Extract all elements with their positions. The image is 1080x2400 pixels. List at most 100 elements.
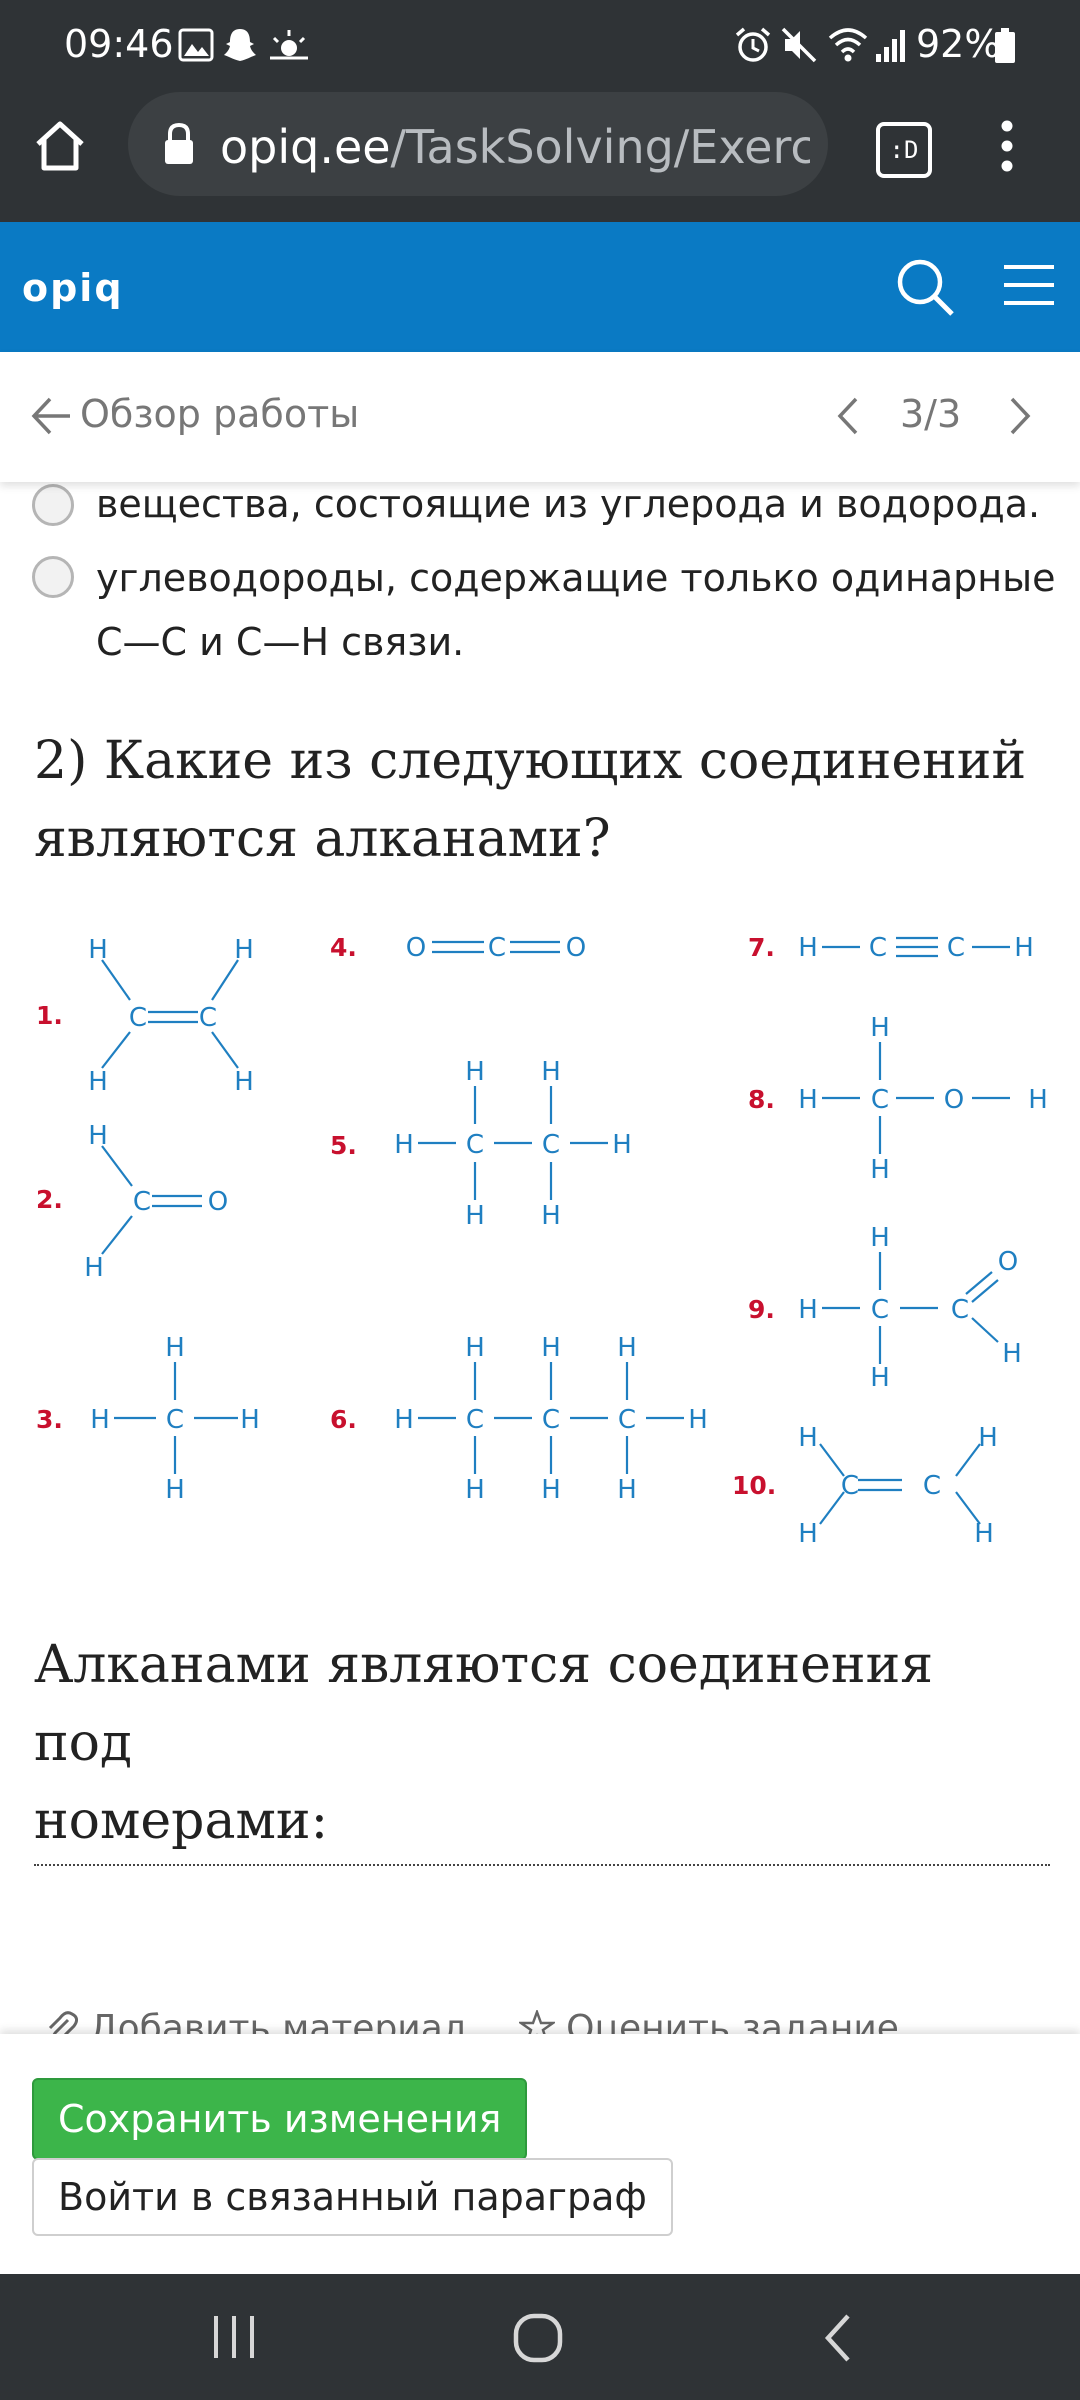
compound-number: 9. xyxy=(748,1295,775,1324)
atom-label: O xyxy=(998,1247,1018,1277)
search-icon[interactable] xyxy=(894,256,956,323)
recent-apps-icon[interactable] xyxy=(210,2314,258,2365)
more-menu-icon[interactable] xyxy=(994,118,1020,179)
chevron-left-icon[interactable] xyxy=(834,396,862,441)
atom-label: O xyxy=(944,1085,964,1115)
atom-label: C xyxy=(871,1085,889,1115)
enter-paragraph-button[interactable]: Войти в связанный параграф xyxy=(32,2158,673,2236)
atom-label: C xyxy=(488,933,506,963)
work-navigation-bar: Обзор работы 3/3 xyxy=(0,352,1080,482)
atom-label: H xyxy=(798,1295,818,1325)
address-bar[interactable]: opiq.ee/TaskSolving/Exercis xyxy=(128,92,828,196)
compound-number: 8. xyxy=(748,1085,775,1114)
atom-label: H xyxy=(84,1253,104,1283)
wifi-icon xyxy=(826,26,870,69)
atom-label: H xyxy=(465,1333,485,1363)
answer-underline xyxy=(34,1864,1050,1866)
atom-label: H xyxy=(974,1519,994,1549)
atom-label: O xyxy=(566,933,586,963)
atom-label: C xyxy=(869,933,887,963)
atom-label: C xyxy=(199,1003,217,1033)
answer-input[interactable] xyxy=(34,1790,1050,1862)
hamburger-menu-icon[interactable] xyxy=(1004,262,1054,313)
atom-label: H xyxy=(240,1405,260,1435)
atom-label: H xyxy=(465,1057,485,1087)
atom-label: H xyxy=(870,1223,890,1253)
atom-label: H xyxy=(617,1333,637,1363)
atom-label: C xyxy=(618,1405,636,1435)
atom-label: H xyxy=(798,1519,818,1549)
overview-link[interactable]: Обзор работы xyxy=(80,392,360,436)
compound-number: 1. xyxy=(36,1001,63,1030)
atom-label: H xyxy=(90,1405,110,1435)
atom-label: H xyxy=(88,1121,108,1151)
url-text: opiq.ee/TaskSolving/Exercis xyxy=(220,120,810,174)
radio-option-2[interactable] xyxy=(32,556,74,598)
lock-icon xyxy=(162,122,196,171)
atom-label: H xyxy=(1014,933,1034,963)
battery-icon xyxy=(994,28,1016,69)
atom-label: C xyxy=(947,933,965,963)
save-changes-button[interactable]: Сохранить изменения xyxy=(32,2078,528,2160)
option-2-text-line1: углеводороды, содержащие только одинарны… xyxy=(96,556,1056,600)
atom-label: H xyxy=(798,1423,818,1453)
browser-toolbar: opiq.ee/TaskSolving/Exercis :D xyxy=(0,92,1080,222)
atom-label: C xyxy=(129,1003,147,1033)
compound-number: 7. xyxy=(748,933,775,962)
atom-label: C xyxy=(466,1405,484,1435)
home-button-icon[interactable] xyxy=(512,2312,564,2369)
compound-number: 6. xyxy=(330,1405,357,1434)
atom-label: O xyxy=(406,933,426,963)
atom-label: H xyxy=(465,1475,485,1505)
tabs-button[interactable]: :D xyxy=(876,122,932,178)
battery-percent: 92% xyxy=(916,22,1001,66)
compound-number: 10. xyxy=(732,1471,776,1500)
status-bar: 09:46 92% xyxy=(0,0,1080,92)
atom-label: H xyxy=(617,1475,637,1505)
atom-label: C xyxy=(871,1295,889,1325)
compound-number: 5. xyxy=(330,1131,357,1160)
weather-icon xyxy=(268,28,310,67)
option-2-text-line2: C—C и C—H связи. xyxy=(96,620,465,664)
atom-label: H xyxy=(978,1423,998,1453)
atom-label: C xyxy=(466,1130,484,1160)
atom-label: C xyxy=(923,1471,941,1501)
atom-label: H xyxy=(1002,1339,1022,1369)
atom-label: H xyxy=(798,1085,818,1115)
atom-label: H xyxy=(541,1201,561,1231)
page-indicator: 3/3 xyxy=(900,392,962,436)
atom-label: H xyxy=(541,1333,561,1363)
mute-icon xyxy=(780,26,818,69)
atom-label: H xyxy=(870,1013,890,1043)
atom-label: C xyxy=(166,1405,184,1435)
structural-formulas-figure: 1. 2. 3. 4. 5. 6. 7. 8. 9. 10. H H C C H… xyxy=(36,933,1048,1549)
home-icon[interactable] xyxy=(32,118,88,179)
site-header: opiq xyxy=(0,222,1080,352)
atom-label: H xyxy=(394,1405,414,1435)
atom-label: H xyxy=(612,1130,632,1160)
atom-label: H xyxy=(234,1067,254,1097)
arrow-left-icon[interactable] xyxy=(30,396,72,441)
back-button-icon[interactable] xyxy=(822,2312,854,2369)
atom-label: H xyxy=(234,935,254,965)
opiq-logo[interactable]: opiq xyxy=(22,266,124,310)
atom-label: C xyxy=(542,1405,560,1435)
atom-label: H xyxy=(541,1057,561,1087)
atom-label: H xyxy=(870,1363,890,1393)
signal-icon xyxy=(874,26,908,69)
radio-option-1[interactable] xyxy=(32,484,74,526)
chevron-right-icon[interactable] xyxy=(1006,396,1034,441)
alarm-icon xyxy=(734,26,772,69)
atom-label: H xyxy=(541,1475,561,1505)
snapchat-icon xyxy=(222,26,258,69)
atom-label: C xyxy=(133,1187,151,1217)
answer-prompt: Алканами являются соединения под номерам… xyxy=(34,1635,934,1851)
gallery-icon xyxy=(178,28,214,67)
atom-label: H xyxy=(165,1333,185,1363)
atom-label: O xyxy=(208,1187,228,1217)
atom-label: H xyxy=(165,1475,185,1505)
option-1-text: вещества, состоящие из углерода и водоро… xyxy=(96,482,1041,526)
atom-label: H xyxy=(798,933,818,963)
atom-label: C xyxy=(841,1471,859,1501)
compound-number: 3. xyxy=(36,1405,63,1434)
